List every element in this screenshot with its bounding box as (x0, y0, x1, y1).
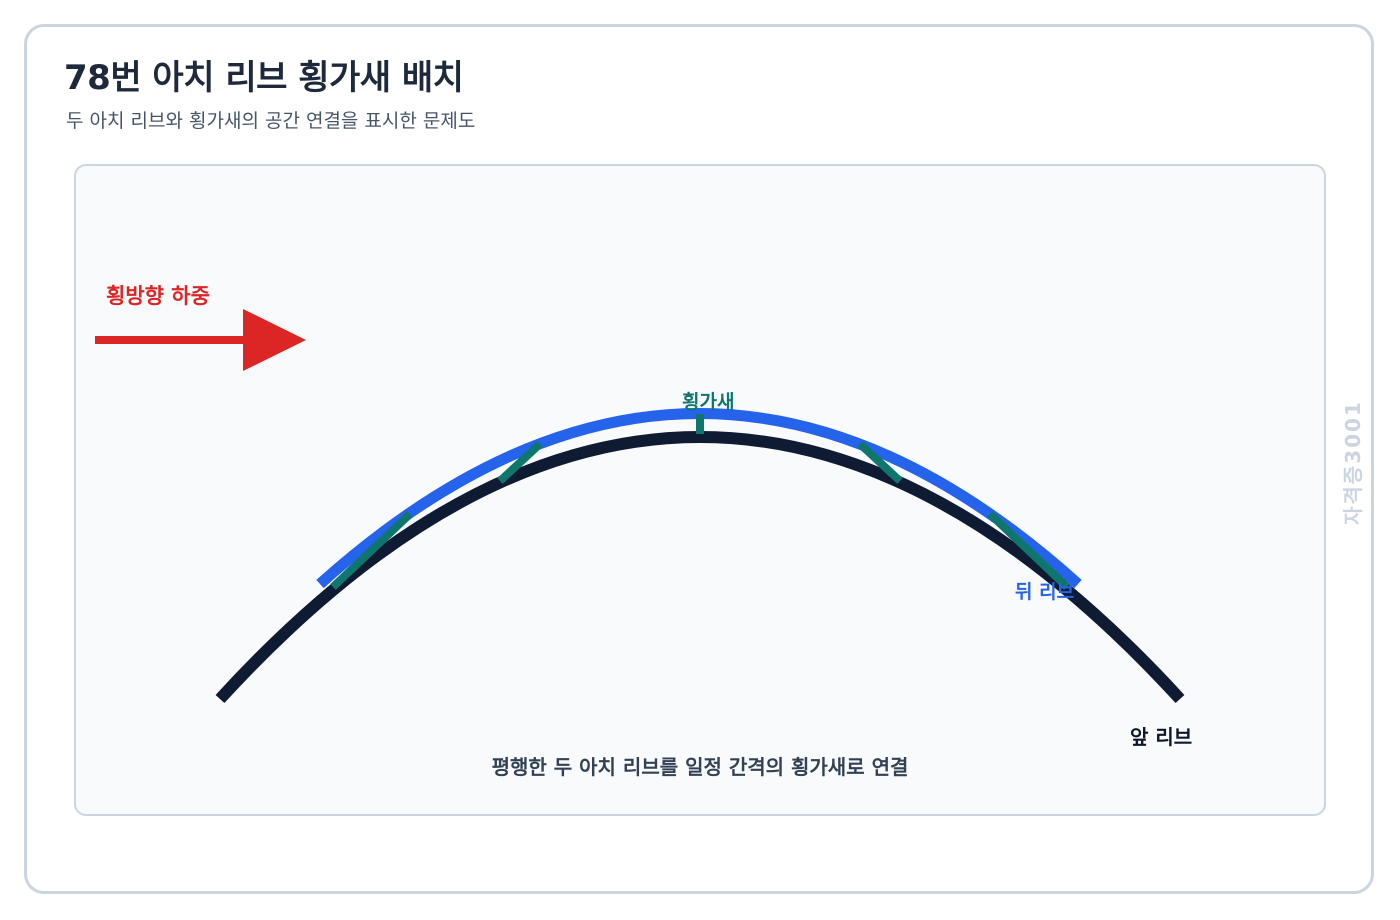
lateral-load-arrow (95, 309, 306, 371)
bracing-member (857, 441, 903, 484)
diagram-panel (74, 164, 1326, 816)
rear-rib-label: 뒤 리브 (1015, 581, 1074, 603)
watermark: 자격증3001 (1341, 400, 1365, 525)
bracing-member (987, 511, 1070, 590)
front-arch-rib (215, 431, 1185, 704)
bracing-label: 횡가새 (682, 391, 734, 413)
bracing-member (330, 511, 413, 590)
bracing-member (497, 441, 543, 484)
bracing-members (330, 414, 1070, 590)
diagram-caption: 평행한 두 아치 리브를 일정 간격의 횡가새로 연결 (492, 755, 909, 779)
load-arrow-head (243, 309, 306, 371)
lateral-load-label: 횡방향 하중 (106, 284, 210, 308)
page-subtitle: 두 아치 리브와 횡가새의 공간 연결을 표시한 문제도 (66, 110, 476, 132)
front-rib-label: 앞 리브 (1130, 725, 1192, 749)
rear-arch-rib (316, 408, 1082, 589)
page-title: 78번 아치 리브 횡가새 배치 (64, 58, 464, 98)
